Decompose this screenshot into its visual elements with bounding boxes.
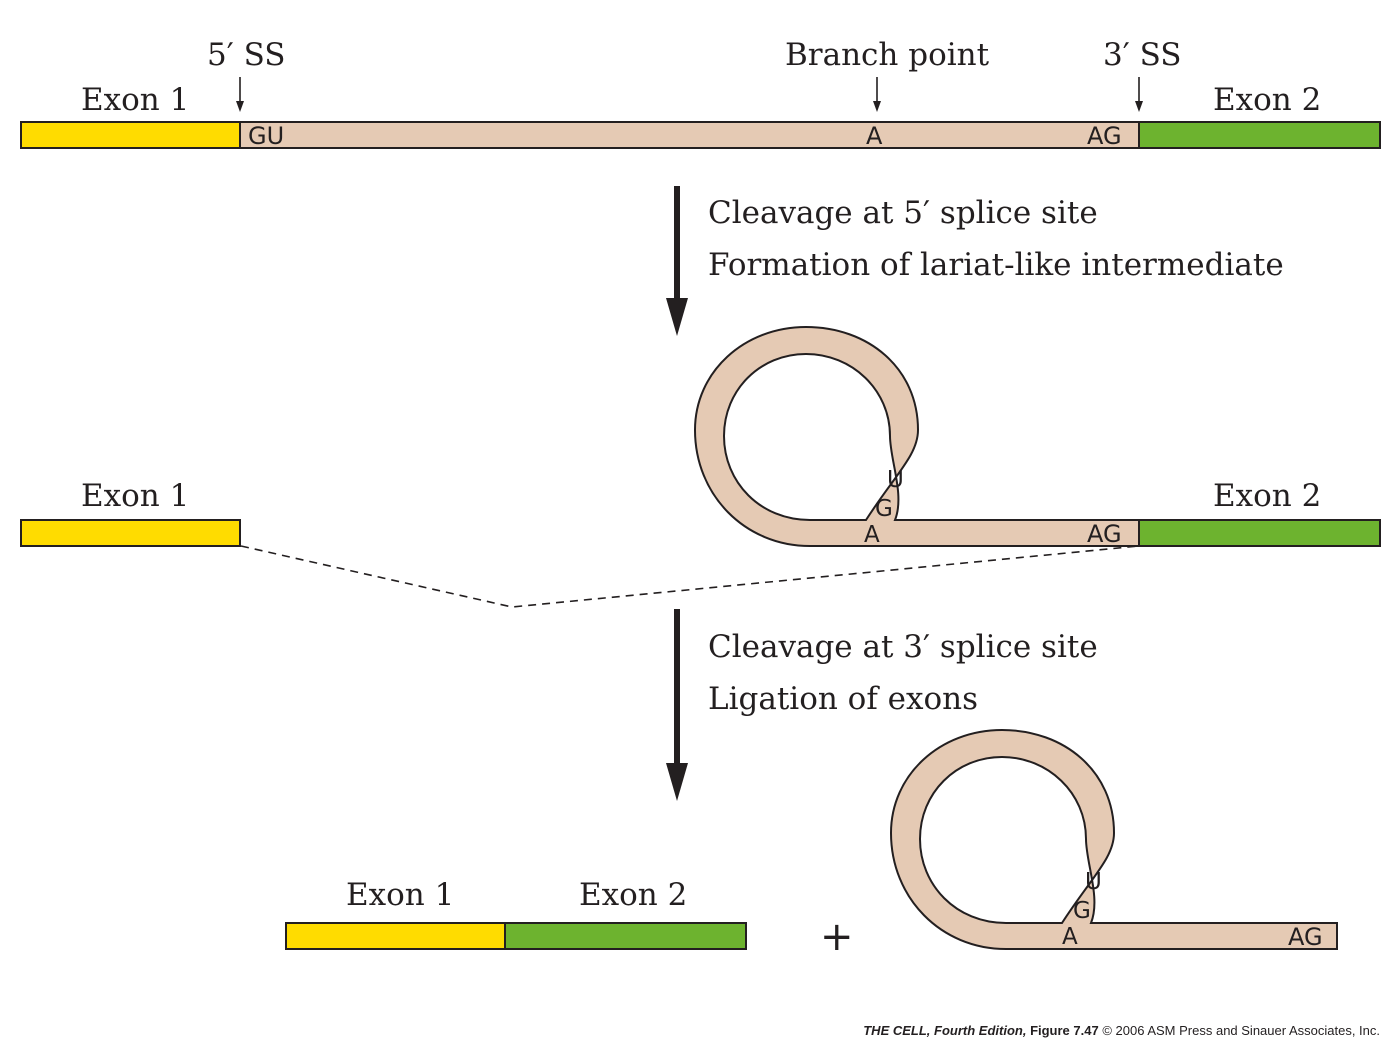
credit-figure: Figure 7.47 xyxy=(1030,1023,1099,1038)
ag-sequence: AG xyxy=(1087,122,1122,150)
intermediate-exon2-block xyxy=(1138,519,1381,547)
spliced-exon2-block xyxy=(504,922,747,950)
branch-point-label: Branch point xyxy=(785,37,990,73)
step1-line2: Formation of lariat-like intermediate xyxy=(708,247,1284,283)
three-ss-label: 3′ SS xyxy=(1103,37,1182,73)
figure-credit: THE CELL, Fourth Edition, Figure 7.47 © … xyxy=(863,1023,1380,1038)
intermediate-exon2-label: Exon 2 xyxy=(1213,478,1321,514)
lariat-intermediate: Exon 1 Exon 2 U G A AG xyxy=(20,325,1381,608)
plus-sign: + xyxy=(820,914,854,960)
step1-line1: Cleavage at 5′ splice site xyxy=(708,195,1098,231)
free-exon1-label: Exon 1 xyxy=(81,478,189,514)
excised-u: U xyxy=(1085,869,1102,895)
lariat-g: G xyxy=(875,496,893,522)
pre-mrna: Exon 1 Exon 2 5′ SS Branch point 3′ SS G… xyxy=(20,37,1381,150)
step2-arrow xyxy=(666,609,688,801)
credit-copyright: © 2006 ASM Press and Sinauer Associates,… xyxy=(1102,1023,1380,1038)
excised-g: G xyxy=(1073,898,1091,924)
spliced-exon1-block xyxy=(285,922,506,950)
spliced-exon1-label: Exon 1 xyxy=(346,877,454,913)
exon1-block xyxy=(20,121,241,149)
branch-point-arrow xyxy=(873,77,881,112)
exon1-label: Exon 1 xyxy=(81,82,189,118)
step1-arrow xyxy=(666,186,688,336)
excised-a: A xyxy=(1062,924,1078,950)
branch-a-sequence: A xyxy=(866,122,883,150)
five-ss-label: 5′ SS xyxy=(207,37,286,73)
spliced-mrna: Exon 1 Exon 2 xyxy=(285,877,747,950)
lariat-loop xyxy=(693,325,1140,547)
exon2-label: Exon 2 xyxy=(1213,82,1321,118)
excised-ag: AG xyxy=(1288,923,1323,951)
step2-line2: Ligation of exons xyxy=(708,681,978,717)
excised-lariat-loop xyxy=(889,728,1338,950)
spliced-exon2-label: Exon 2 xyxy=(579,877,687,913)
credit-title: THE CELL, Fourth Edition, xyxy=(863,1023,1026,1038)
exon2-block xyxy=(1138,121,1381,149)
ligation-dashed-line xyxy=(240,545,1140,608)
three-ss-arrow xyxy=(1135,77,1143,112)
five-ss-arrow xyxy=(236,77,244,112)
lariat-a: A xyxy=(864,522,880,548)
lariat-u: U xyxy=(887,467,904,493)
free-exon1-block xyxy=(20,519,241,547)
intron-block xyxy=(239,121,1140,149)
excised-lariat: U G A AG xyxy=(889,728,1338,951)
intermediate-ag: AG xyxy=(1087,520,1122,548)
step2-line1: Cleavage at 3′ splice site xyxy=(708,629,1098,665)
gu-sequence: GU xyxy=(248,122,284,150)
